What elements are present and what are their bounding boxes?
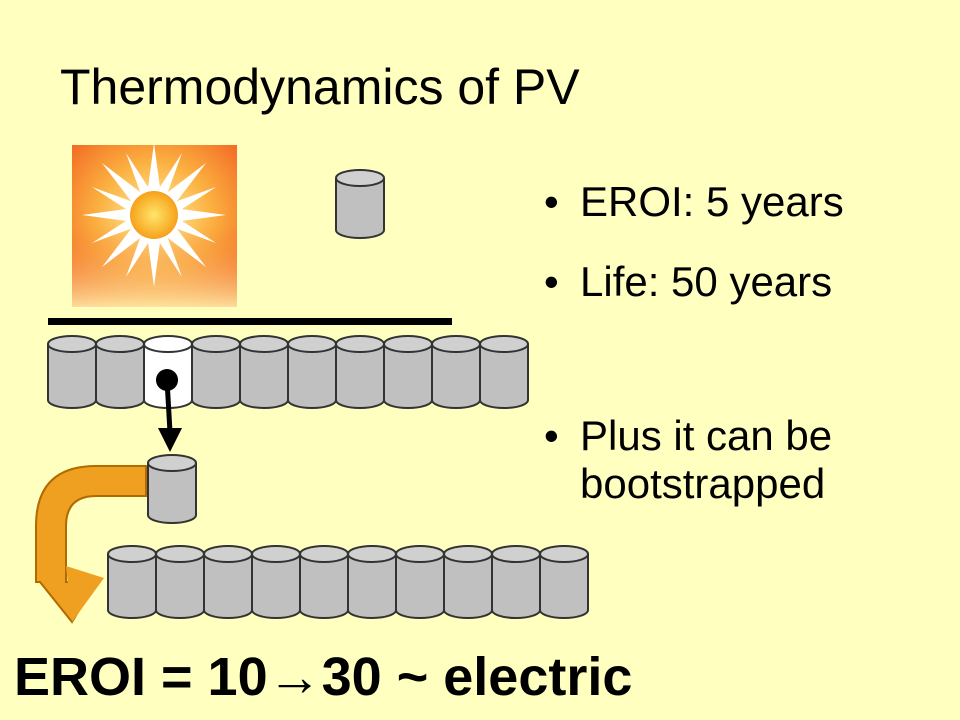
- bullet-dot: •: [544, 178, 559, 225]
- curved-arrow-icon: [35, 465, 147, 624]
- eroi-summary-right: 30 ~ electric: [321, 647, 633, 707]
- bullet-item: • EROI: 5 years: [540, 178, 844, 226]
- bullet-item: • Plus it can be bootstrapped: [540, 412, 960, 508]
- battery-icon: [383, 335, 433, 409]
- bullet-text: Life: 50 years: [580, 258, 833, 305]
- battery-icon: [335, 169, 385, 239]
- eroi-summary-left: EROI = 10: [14, 647, 268, 707]
- down-arrow-icon: [156, 369, 182, 452]
- battery-icon: [335, 335, 385, 409]
- eroi-summary: EROI = 10→30 ~ electric: [14, 646, 632, 708]
- bullet-dot: •: [544, 412, 559, 459]
- bullet-dot: •: [544, 258, 559, 305]
- battery-icon: [539, 545, 589, 619]
- battery-icon: [147, 454, 197, 524]
- battery-icon: [431, 335, 481, 409]
- battery-icon: [347, 545, 397, 619]
- sun-icon: [72, 143, 237, 307]
- battery-icon: [299, 545, 349, 619]
- battery-icon: [251, 545, 301, 619]
- right-arrow-icon: →: [267, 647, 322, 707]
- battery-icon: [155, 545, 205, 619]
- bullet-item: • Life: 50 years: [540, 258, 832, 306]
- battery-icon: [287, 335, 337, 409]
- bullet-text: Plus it can be bootstrapped: [580, 412, 833, 507]
- battery-icon: [203, 545, 253, 619]
- battery-icon: [395, 545, 445, 619]
- battery-icon: [491, 545, 541, 619]
- solar-panel-bar: [48, 318, 452, 325]
- battery-icon: [47, 335, 97, 409]
- battery-icon: [95, 335, 145, 409]
- battery-icon: [479, 335, 529, 409]
- battery-icon: [191, 335, 241, 409]
- battery-icon: [107, 545, 157, 619]
- slide-title: Thermodynamics of PV: [60, 59, 580, 115]
- battery-icon: [239, 335, 289, 409]
- battery-row-bottom: [107, 545, 589, 619]
- battery-icon: [443, 545, 493, 619]
- bullet-text: EROI: 5 years: [580, 178, 844, 225]
- battery-row-top: [47, 335, 529, 409]
